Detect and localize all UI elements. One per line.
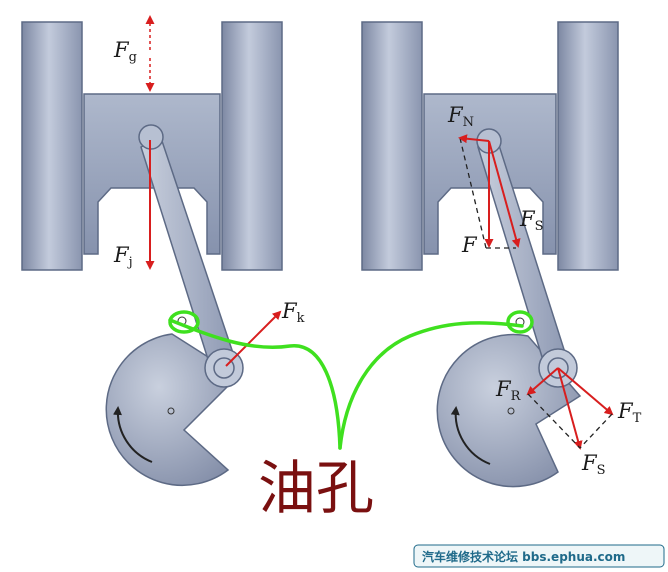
right-fs2-arrow bbox=[557, 367, 583, 450]
left-fk-label: Fk bbox=[281, 299, 305, 326]
right-fs2-label: FS bbox=[581, 451, 605, 478]
oil-hole-annotation: 油孔 bbox=[258, 454, 374, 522]
left-cylinder-wall-right bbox=[221, 21, 283, 271]
oil-hole-highlight bbox=[168, 310, 534, 450]
right-fs-arrow bbox=[488, 140, 521, 248]
left-forces: Fg Fj Fk bbox=[113, 15, 305, 367]
right-oil-hole-marker bbox=[506, 310, 534, 334]
right-crank-pin-inner bbox=[547, 357, 569, 379]
left-crank-center bbox=[167, 407, 175, 415]
right-f-label: F bbox=[461, 233, 478, 257]
left-crank-pin-inner bbox=[213, 357, 235, 379]
left-fg-label: Fg bbox=[113, 38, 137, 65]
left-fk-arrow bbox=[225, 310, 282, 367]
right-cylinder-wall-right bbox=[557, 21, 619, 271]
right-ft-label: FT bbox=[617, 399, 642, 426]
left-oil-hole-marker bbox=[168, 310, 200, 334]
watermark: 汽车维修技术论坛 bbs.ephua.com bbox=[413, 544, 665, 568]
watermark-text: 汽车维修技术论坛 bbs.ephua.com bbox=[422, 549, 625, 564]
right-fr-arrow bbox=[526, 367, 559, 396]
right-crank-center bbox=[507, 407, 515, 415]
left-cylinder-wall-left bbox=[21, 21, 83, 271]
right-dash-1 bbox=[459, 137, 487, 249]
right-fr-label: FR bbox=[495, 377, 522, 404]
right-mechanism bbox=[361, 21, 619, 488]
left-callout-line bbox=[168, 318, 342, 450]
right-callout-line bbox=[338, 321, 524, 450]
right-fn-label: FN bbox=[447, 103, 474, 130]
right-cylinder-wall-left bbox=[361, 21, 423, 271]
right-forces: FN FS F FR FT FS bbox=[447, 103, 642, 478]
right-fs-label: FS bbox=[519, 207, 543, 234]
left-fj-label: Fj bbox=[113, 243, 133, 270]
right-dash-3 bbox=[579, 413, 613, 449]
watermark-box bbox=[413, 544, 665, 568]
right-rotation-arrow bbox=[450, 406, 491, 465]
left-mechanism bbox=[21, 21, 283, 487]
right-fn-arrow bbox=[458, 134, 490, 144]
right-dash-4 bbox=[527, 393, 581, 449]
right-ft-arrow bbox=[557, 367, 614, 416]
left-rotation-arrow bbox=[113, 406, 153, 463]
